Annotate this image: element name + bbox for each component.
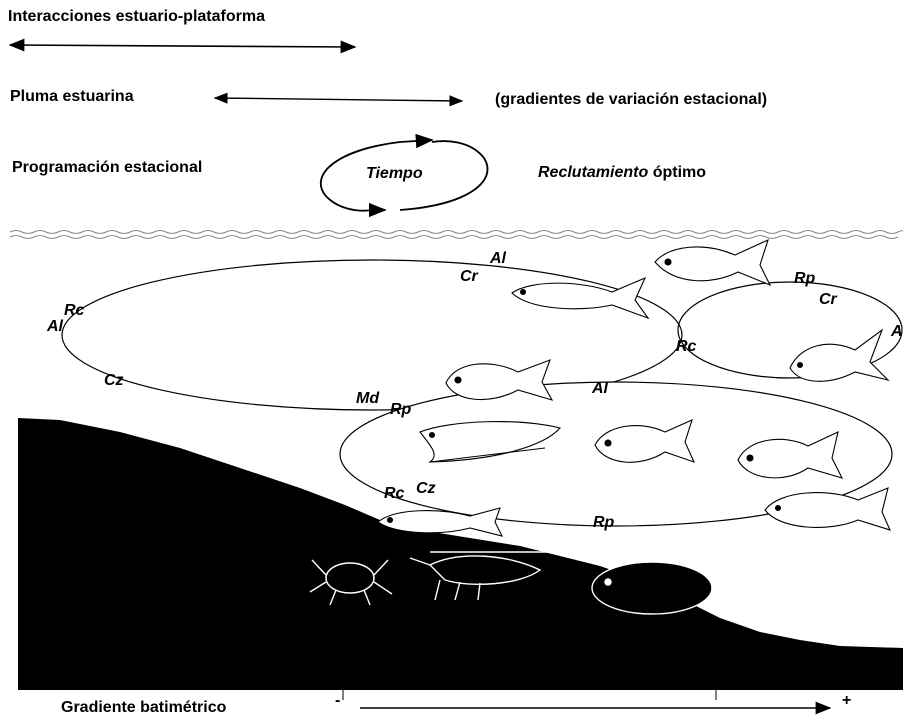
time-cycle-icon: [319, 133, 489, 218]
code-cz-bottom: Cz: [416, 480, 436, 497]
code-a-right: A: [891, 323, 903, 340]
label-recruitment: Reclutamiento óptimo: [538, 164, 706, 182]
code-al-bottom-top: Al: [592, 380, 608, 397]
code-rc-left: Rc: [64, 302, 85, 319]
ellipse-pelagic-right: [677, 281, 903, 379]
code-cr-right: Cr: [819, 291, 837, 308]
label-time: Tiempo: [366, 165, 423, 182]
flatfish-icon: [591, 561, 729, 615]
label-bathymetric: Gradiente batimétrico: [61, 699, 227, 716]
label-minus: -: [335, 692, 341, 709]
fish-icon: [654, 238, 772, 287]
code-cr-top: Cr: [460, 268, 478, 285]
fish-icon: [594, 419, 696, 463]
title-interactions: Interacciones estuario-plataforma: [8, 8, 265, 25]
label-plus: +: [842, 692, 852, 709]
code-al-left: Al: [47, 318, 63, 335]
code-rp-bottom: Rp: [593, 514, 615, 531]
code-md: Md: [356, 390, 380, 407]
label-programming: Programación estacional: [12, 159, 203, 176]
fish-icon: [737, 431, 844, 479]
label-recruitment-italic: Reclutamiento: [538, 164, 649, 181]
code-rp-bottom-top: Rp: [390, 401, 412, 418]
fish-icon: [445, 359, 554, 401]
code-rc-mid: Rc: [676, 338, 697, 355]
fish-icon: [511, 276, 650, 320]
code-al-top: Al: [490, 250, 506, 267]
fish-icon: [764, 487, 891, 531]
code-cz-left: Cz: [104, 372, 124, 389]
label-gradients: (gradientes de variación estacional): [495, 91, 768, 108]
code-rc-bottom: Rc: [384, 485, 405, 502]
interactions-arrow: [8, 38, 357, 54]
ellipse-pelagic-left: [61, 259, 683, 411]
crab-icon: [309, 559, 393, 606]
sea-floor: [18, 418, 903, 690]
fish-icon: [789, 328, 890, 382]
catfish-icon: [377, 507, 504, 537]
plume-arrow: [213, 92, 464, 107]
code-rp-right: Rp: [794, 270, 816, 287]
label-recruitment-rest: óptimo: [648, 164, 707, 181]
eel-icon: [419, 421, 562, 463]
water-surface: [9, 230, 903, 239]
label-plume: Pluma estuarina: [10, 88, 134, 105]
shrimp-icon: [409, 551, 560, 601]
